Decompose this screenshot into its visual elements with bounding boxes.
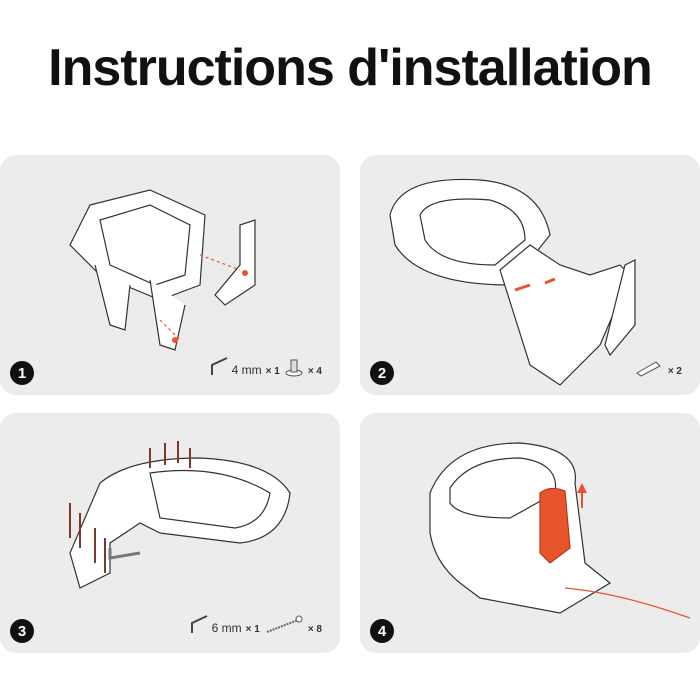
step-4-panel: 4: [360, 413, 700, 653]
step-1-panel: 1 4 mm × 1 × 4: [0, 155, 340, 395]
step-3-illustration: [69, 441, 291, 589]
step-number: 1: [10, 361, 34, 385]
parts-list: 6 mm × 1 × 8: [190, 613, 322, 635]
step-4-illustration: [429, 442, 691, 619]
step-2-panel: 2 × 2: [360, 155, 700, 395]
parts-list: 4 mm × 1 × 4: [210, 355, 322, 377]
pin-icon: [635, 361, 661, 377]
part-label: 6 mm: [211, 621, 242, 635]
part-qty: × 2: [667, 366, 682, 377]
part-qty: × 8: [307, 624, 322, 635]
step-number: 2: [370, 361, 394, 385]
step-1-illustration: [69, 189, 256, 351]
hex-key-icon: [210, 357, 228, 375]
step-number: 4: [370, 619, 394, 643]
screw-icon: [266, 615, 303, 633]
step-number: 3: [10, 619, 34, 643]
part-qty: × 1: [265, 366, 280, 377]
step-3-panel: 3 6 mm × 1 × 8: [0, 413, 340, 653]
step-2-illustration: [389, 178, 636, 386]
part-qty: × 4: [307, 366, 322, 377]
page-title: Instructions d'installation: [48, 39, 653, 97]
bolt-icon: [285, 359, 303, 377]
hex-key-icon: [190, 615, 208, 633]
parts-list: × 2: [634, 357, 682, 377]
part-qty: × 1: [245, 624, 260, 635]
part-label: 4 mm: [231, 363, 262, 377]
